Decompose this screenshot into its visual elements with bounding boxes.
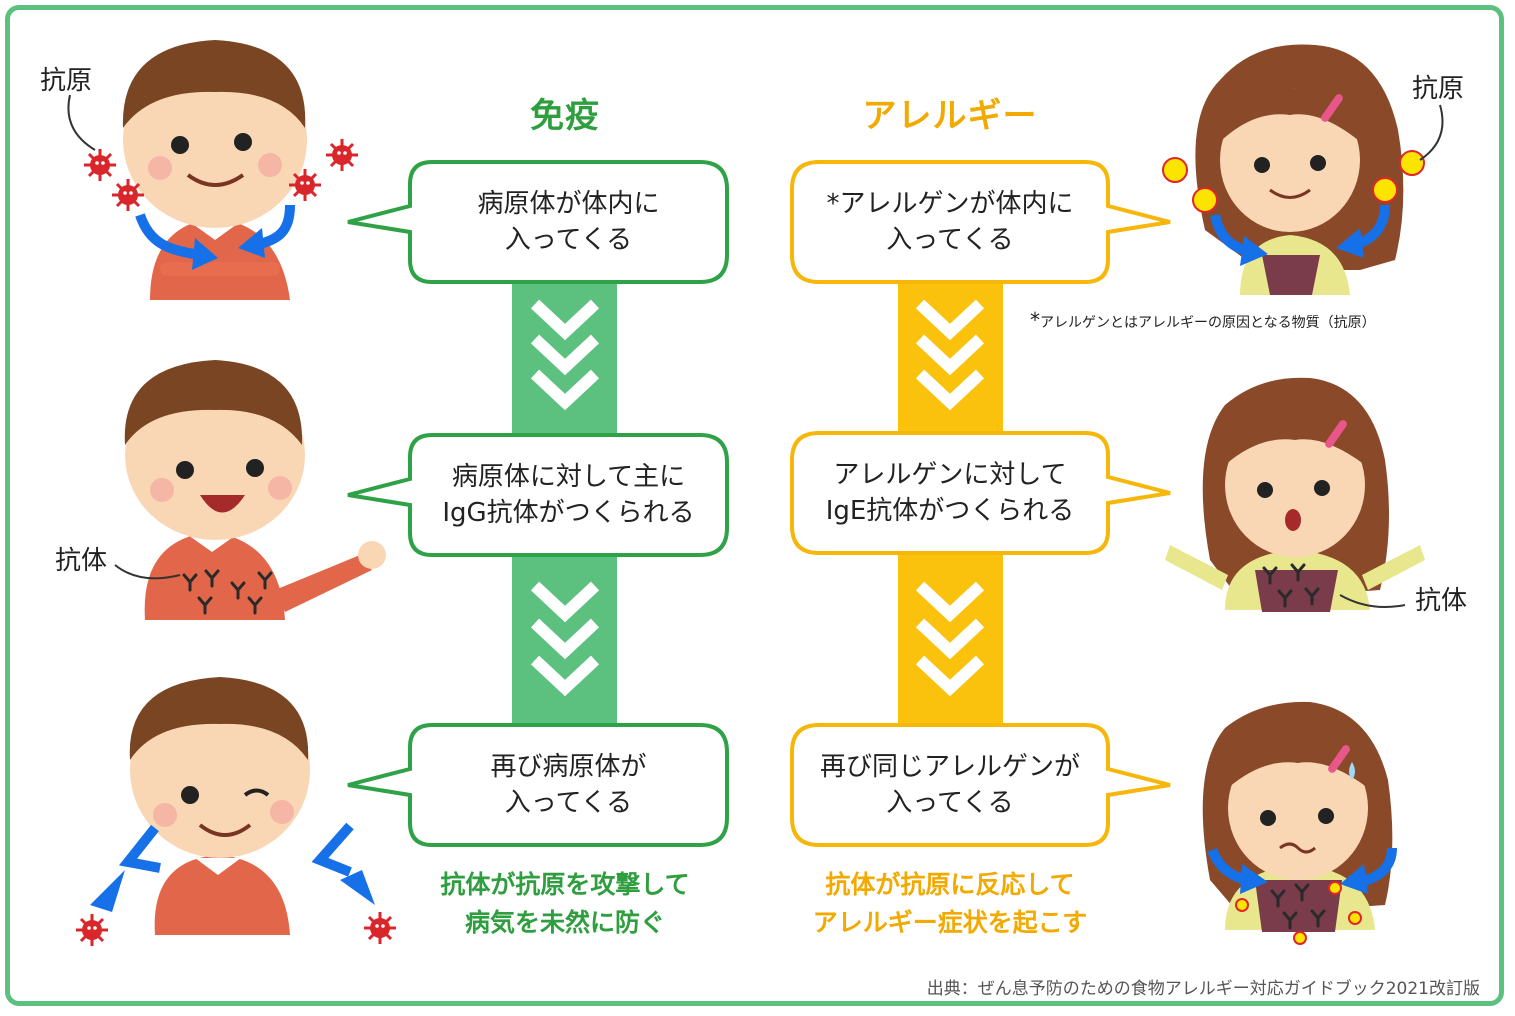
immunity-step-1: 病原体が体内に 入ってくる (410, 162, 727, 282)
immunity-step-3: 再び病原体が 入ってくる (410, 725, 727, 845)
allergen-footnote: *アレルゲンとはアレルギーの原因となる物質（抗原） (1030, 308, 1450, 332)
immunity-step-2-text: 病原体に対して主に IgG抗体がつくられる (442, 462, 695, 528)
immunity-step-3-text: 再び病原体が 入ってくる (490, 752, 647, 818)
footnote-mark: * (1030, 308, 1040, 332)
boy-illustration-2 (124, 360, 386, 620)
antigen-label-left: 抗原 (40, 66, 93, 96)
allergy-step-1-body: アレルゲンが体内に 入ってくる (839, 189, 1074, 255)
allergy-heading: アレルギー (862, 96, 1038, 136)
allergy-step-2-text: アレルゲンに対して IgE抗体がつくられる (825, 460, 1075, 526)
girl-illustration-1 (1195, 44, 1404, 295)
allergy-step-1: *アレルゲンが体内に 入ってくる (792, 162, 1108, 282)
allergy-result: 抗体が抗原に反応して アレルギー症状を起こす (812, 870, 1088, 937)
asterisk-mark: * (826, 189, 840, 219)
allergy-step-3-text: 再び同じアレルゲンが 入ってくる (819, 752, 1080, 818)
allergy-connector-1 (898, 282, 1003, 434)
allergy-step-3: 再び同じアレルゲンが 入ってくる (792, 725, 1108, 845)
antibody-label-right: 抗体 (1415, 586, 1468, 616)
antigen-label-right: 抗原 (1412, 74, 1465, 104)
immunity-heading: 免疫 (530, 96, 600, 136)
girl-illustration-2 (1165, 377, 1425, 612)
source-citation: 出典：ぜん息予防のための食物アレルギー対応ガイドブック2021改訂版 (926, 979, 1480, 999)
boy-illustration-1 (122, 40, 307, 300)
allergy-step-1-text: *アレルゲンが体内に 入ってくる (792, 162, 1108, 282)
girl-illustration-3 (1202, 701, 1393, 932)
allergy-connector-2 (898, 555, 1003, 725)
boy-illustration-3 (129, 677, 310, 935)
immunity-step-1-text: 病原体が体内に 入ってくる (477, 189, 660, 255)
antibody-label-left: 抗体 (55, 546, 108, 576)
allergy-step-2: アレルゲンに対して IgE抗体がつくられる (792, 433, 1108, 553)
immunity-connector-2 (512, 555, 617, 725)
immunity-result: 抗体が抗原を攻撃して 病気を未然に防ぐ (440, 870, 690, 937)
immunity-connector-1 (512, 282, 617, 434)
footnote-text: アレルゲンとはアレルギーの原因となる物質（抗原） (1040, 315, 1376, 331)
immunity-step-2: 病原体に対して主に IgG抗体がつくられる (410, 435, 727, 555)
